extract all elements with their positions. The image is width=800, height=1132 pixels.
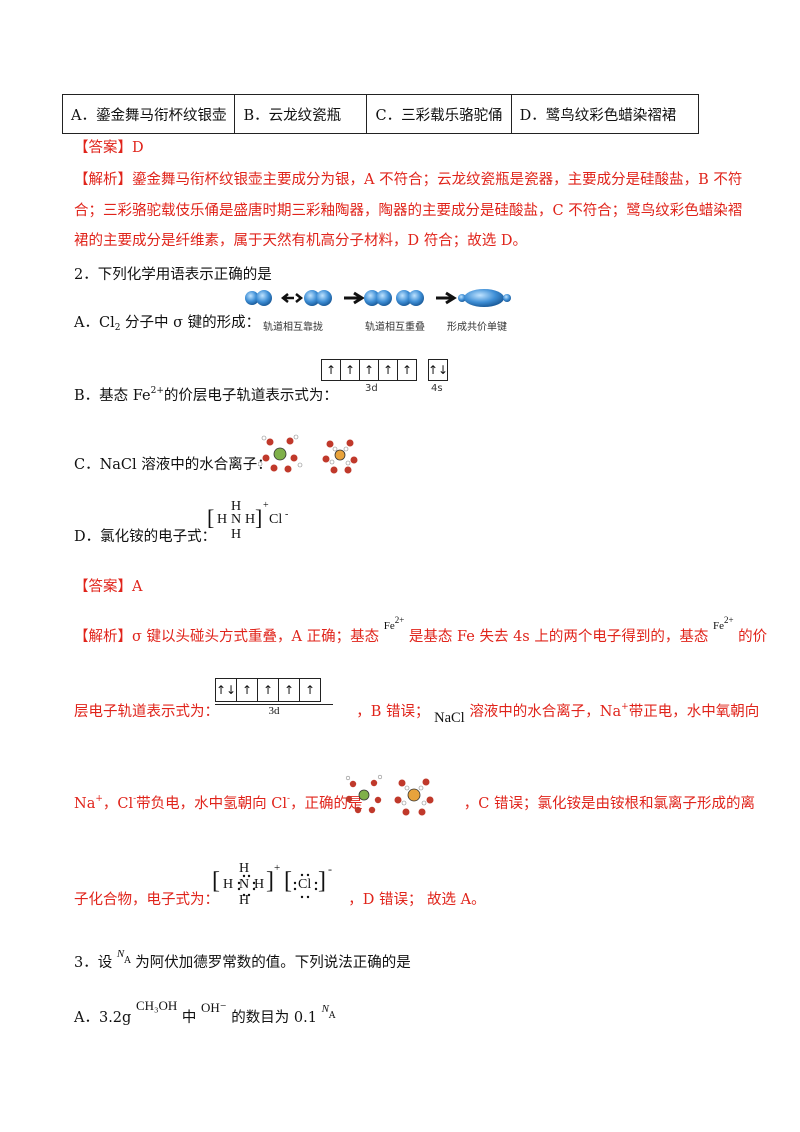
caption-overlap: 轨道相互重叠 (365, 322, 425, 333)
q1-option-c: C．三彩载乐骆驼俑 (366, 94, 512, 134)
q2-analysis-line4: 子化合物，电子式为： ，D 错误； 故选 A。 (74, 892, 486, 908)
q1-analysis-line3: 裙的主要成分是纤维素，属于天然有机高分子材料，D 符合；故选 D。 (74, 233, 527, 249)
q1-analysis-line2: 合；三彩骆驼载伎乐俑是盛唐时期三彩釉陶器，陶器的主要成分是硅酸盐，C 不符合；鹭… (74, 203, 743, 219)
caption-single-bond: 形成共价单键 (447, 322, 507, 333)
fe2-orbital-3d: ↑↑↑↑↑ (321, 359, 417, 381)
fe2-orbital-answer: ↑↓↑↑↑↑ 3d (215, 678, 333, 717)
q2-analysis-line1: 【解析】σ 键以头碰头方式重叠，A 正确；基态 Fe2+ 是基态 Fe 失去 4… (74, 615, 768, 645)
electron-dots (237, 874, 256, 897)
label-3d: 3d (365, 383, 378, 394)
q2-option-b: B．基态 Fe2+的价层电子轨道表示式为： (74, 386, 338, 404)
nh4cl-electron-formula-correct: [ H H N H H ] + [ Cl ] - (212, 861, 332, 908)
q2-stem: 2．下列化学用语表示正确的是 (74, 267, 272, 283)
sigma-bond-formation-figure (245, 289, 511, 307)
fe2-orbital-4s: ↑↓ (428, 359, 448, 381)
q1-option-b: B．云龙纹瓷瓶 (234, 94, 368, 134)
q2-option-c: C．NaCl 溶液中的水合离子： (74, 457, 272, 473)
q3-stem: 3．设 NA 为阿伏加德罗常数的值。下列说法正确的是 (74, 948, 411, 971)
hydrated-cl-ion (322, 439, 358, 474)
orbital-sphere (245, 291, 259, 305)
hydrated-na-ion (258, 434, 303, 473)
q1-option-a: A．鎏金舞马衔杯纹银壶 (61, 94, 236, 134)
q1-options-table: A．鎏金舞马衔杯纹银壶 B．云龙纹瓷瓶 C．三彩载乐骆驼俑 D．鹭鸟纹彩色蜡染褶… (61, 94, 699, 134)
hydrated-ions-figure-c (258, 434, 358, 474)
q2-answer: 【答案】A (74, 579, 143, 595)
q2-analysis-line3: Na+，Cl-带负电，水中氢朝向 Cl-，正确的是 ，C 错误；氯化铵是由铵根和… (74, 794, 755, 812)
label-4s: 4s (431, 383, 443, 394)
q1-option-d: D．鹭鸟纹彩色蜡染褶裙 (510, 94, 699, 134)
q2-option-a: A．Cl2 分子中 σ 键的形成： (74, 315, 261, 333)
caption-approach: 轨道相互靠拢 (263, 322, 323, 333)
q1-analysis-line1: 【解析】鎏金舞马衔杯纹银壶主要成分为银，A 不符合；云龙纹瓷瓶是瓷器，主要成分是… (74, 172, 743, 188)
q2-analysis-line2: 层电子轨道表示式为： ，B 错误； NaCl 溶液中的水合离子，Na+带正电，水… (74, 702, 760, 726)
nh4cl-electron-formula-d: [ H H N H H ] + Cl - (207, 499, 289, 542)
q1-answer: 【答案】D (74, 140, 144, 156)
hydrated-ions-figure-correct (345, 774, 434, 816)
q2-option-d: D．氯化铵的电子式： (74, 529, 217, 545)
q3-option-a: A．3.2g CH₃OH 中 OH⁻ 的数目为 0.1 NA (74, 998, 336, 1026)
